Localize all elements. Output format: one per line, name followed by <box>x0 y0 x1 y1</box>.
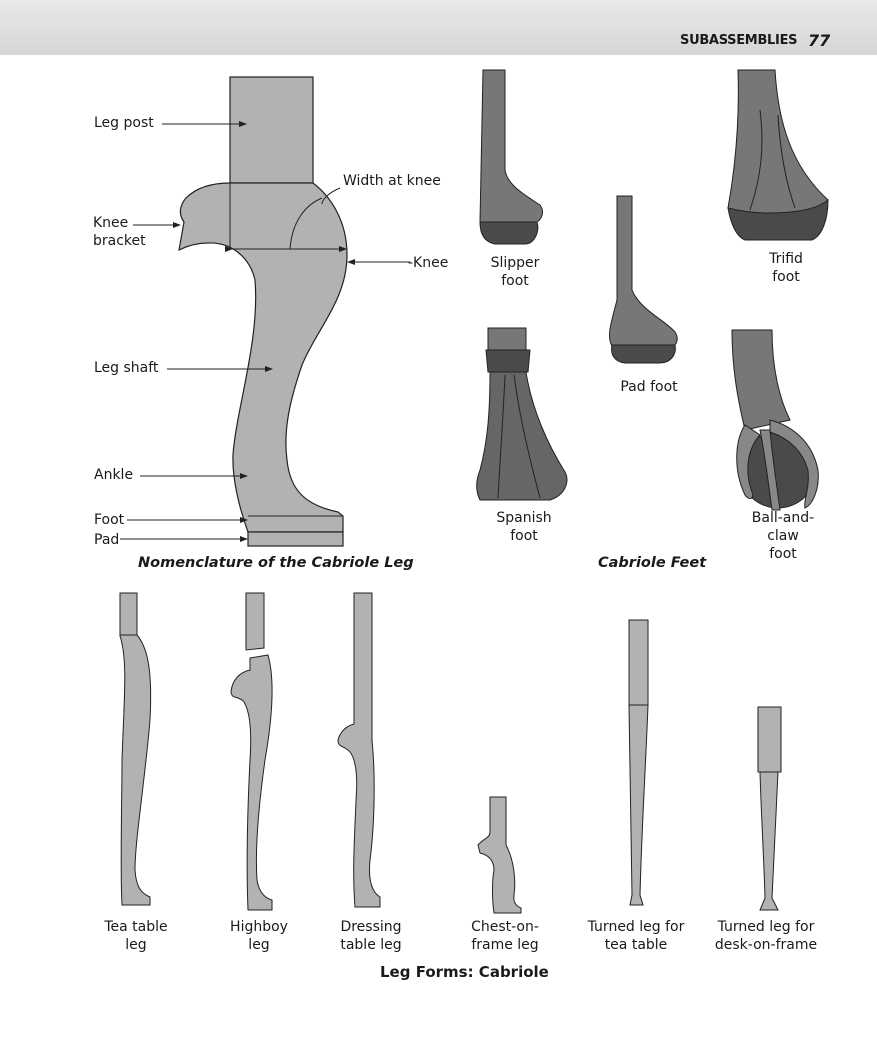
label-leg-shaft: Leg shaft <box>94 360 159 376</box>
slipper-foot-illustration <box>479 69 543 245</box>
caption-leg-forms: Leg Forms: Cabriole <box>380 963 549 981</box>
label-highboy-leg: Highboy leg <box>230 919 288 953</box>
label-width-at-knee: Width at knee <box>343 173 441 189</box>
label-dressing-table-leg: Dressing table leg <box>340 919 402 953</box>
label-tea-table-leg: Tea table leg <box>104 919 168 953</box>
label-knee-bracket: Knee bracket <box>93 215 146 249</box>
leg-post-shape <box>229 76 314 184</box>
label-ball-and-claw-foot: Ball-and-claw foot <box>751 510 815 562</box>
label-spanish-foot: Spanish foot <box>496 510 552 544</box>
cabriole-leg-diagram <box>178 76 348 547</box>
label-leg-post: Leg post <box>94 115 154 131</box>
turned-tea-table-leg-illustration <box>628 619 649 906</box>
label-slipper-foot: Slipper foot <box>490 255 540 289</box>
label-ankle: Ankle <box>94 467 134 483</box>
spanish-foot-illustration <box>476 327 568 501</box>
pad-shape <box>247 531 344 547</box>
nomenclature-leader-lines <box>120 121 410 542</box>
caption-nomenclature: Nomenclature of the Cabriole Leg <box>138 555 414 571</box>
tea-table-leg-illustration <box>119 592 152 906</box>
ball-and-claw-foot-illustration <box>731 329 819 511</box>
pad-foot-illustration <box>609 195 678 364</box>
label-pad-foot: Pad foot <box>620 379 678 395</box>
chest-on-frame-leg-illustration <box>477 796 522 914</box>
running-header-section: SUBASSEMBLIES <box>680 33 798 48</box>
highboy-leg-illustration <box>230 592 273 911</box>
dressing-table-leg-illustration <box>337 592 381 908</box>
caption-cabriole-feet: Cabriole Feet <box>598 555 707 571</box>
page-number: 77 <box>808 31 831 50</box>
header-bar <box>0 0 877 55</box>
label-knee: -Knee <box>408 255 449 271</box>
trifid-foot-illustration <box>727 69 829 241</box>
label-turned-desk-leg: Turned leg for desk-on-frame <box>714 919 818 953</box>
label-trifid-foot: Trifid foot <box>769 251 803 285</box>
label-chest-on-frame-leg: Chest-on- frame leg <box>471 919 539 953</box>
label-pad: Pad <box>94 532 120 548</box>
label-turned-tea-table-leg: Turned leg for tea table <box>587 919 685 953</box>
leg-body-shape <box>178 182 348 533</box>
turned-desk-leg-illustration <box>757 706 782 911</box>
label-foot: Foot <box>94 512 125 528</box>
